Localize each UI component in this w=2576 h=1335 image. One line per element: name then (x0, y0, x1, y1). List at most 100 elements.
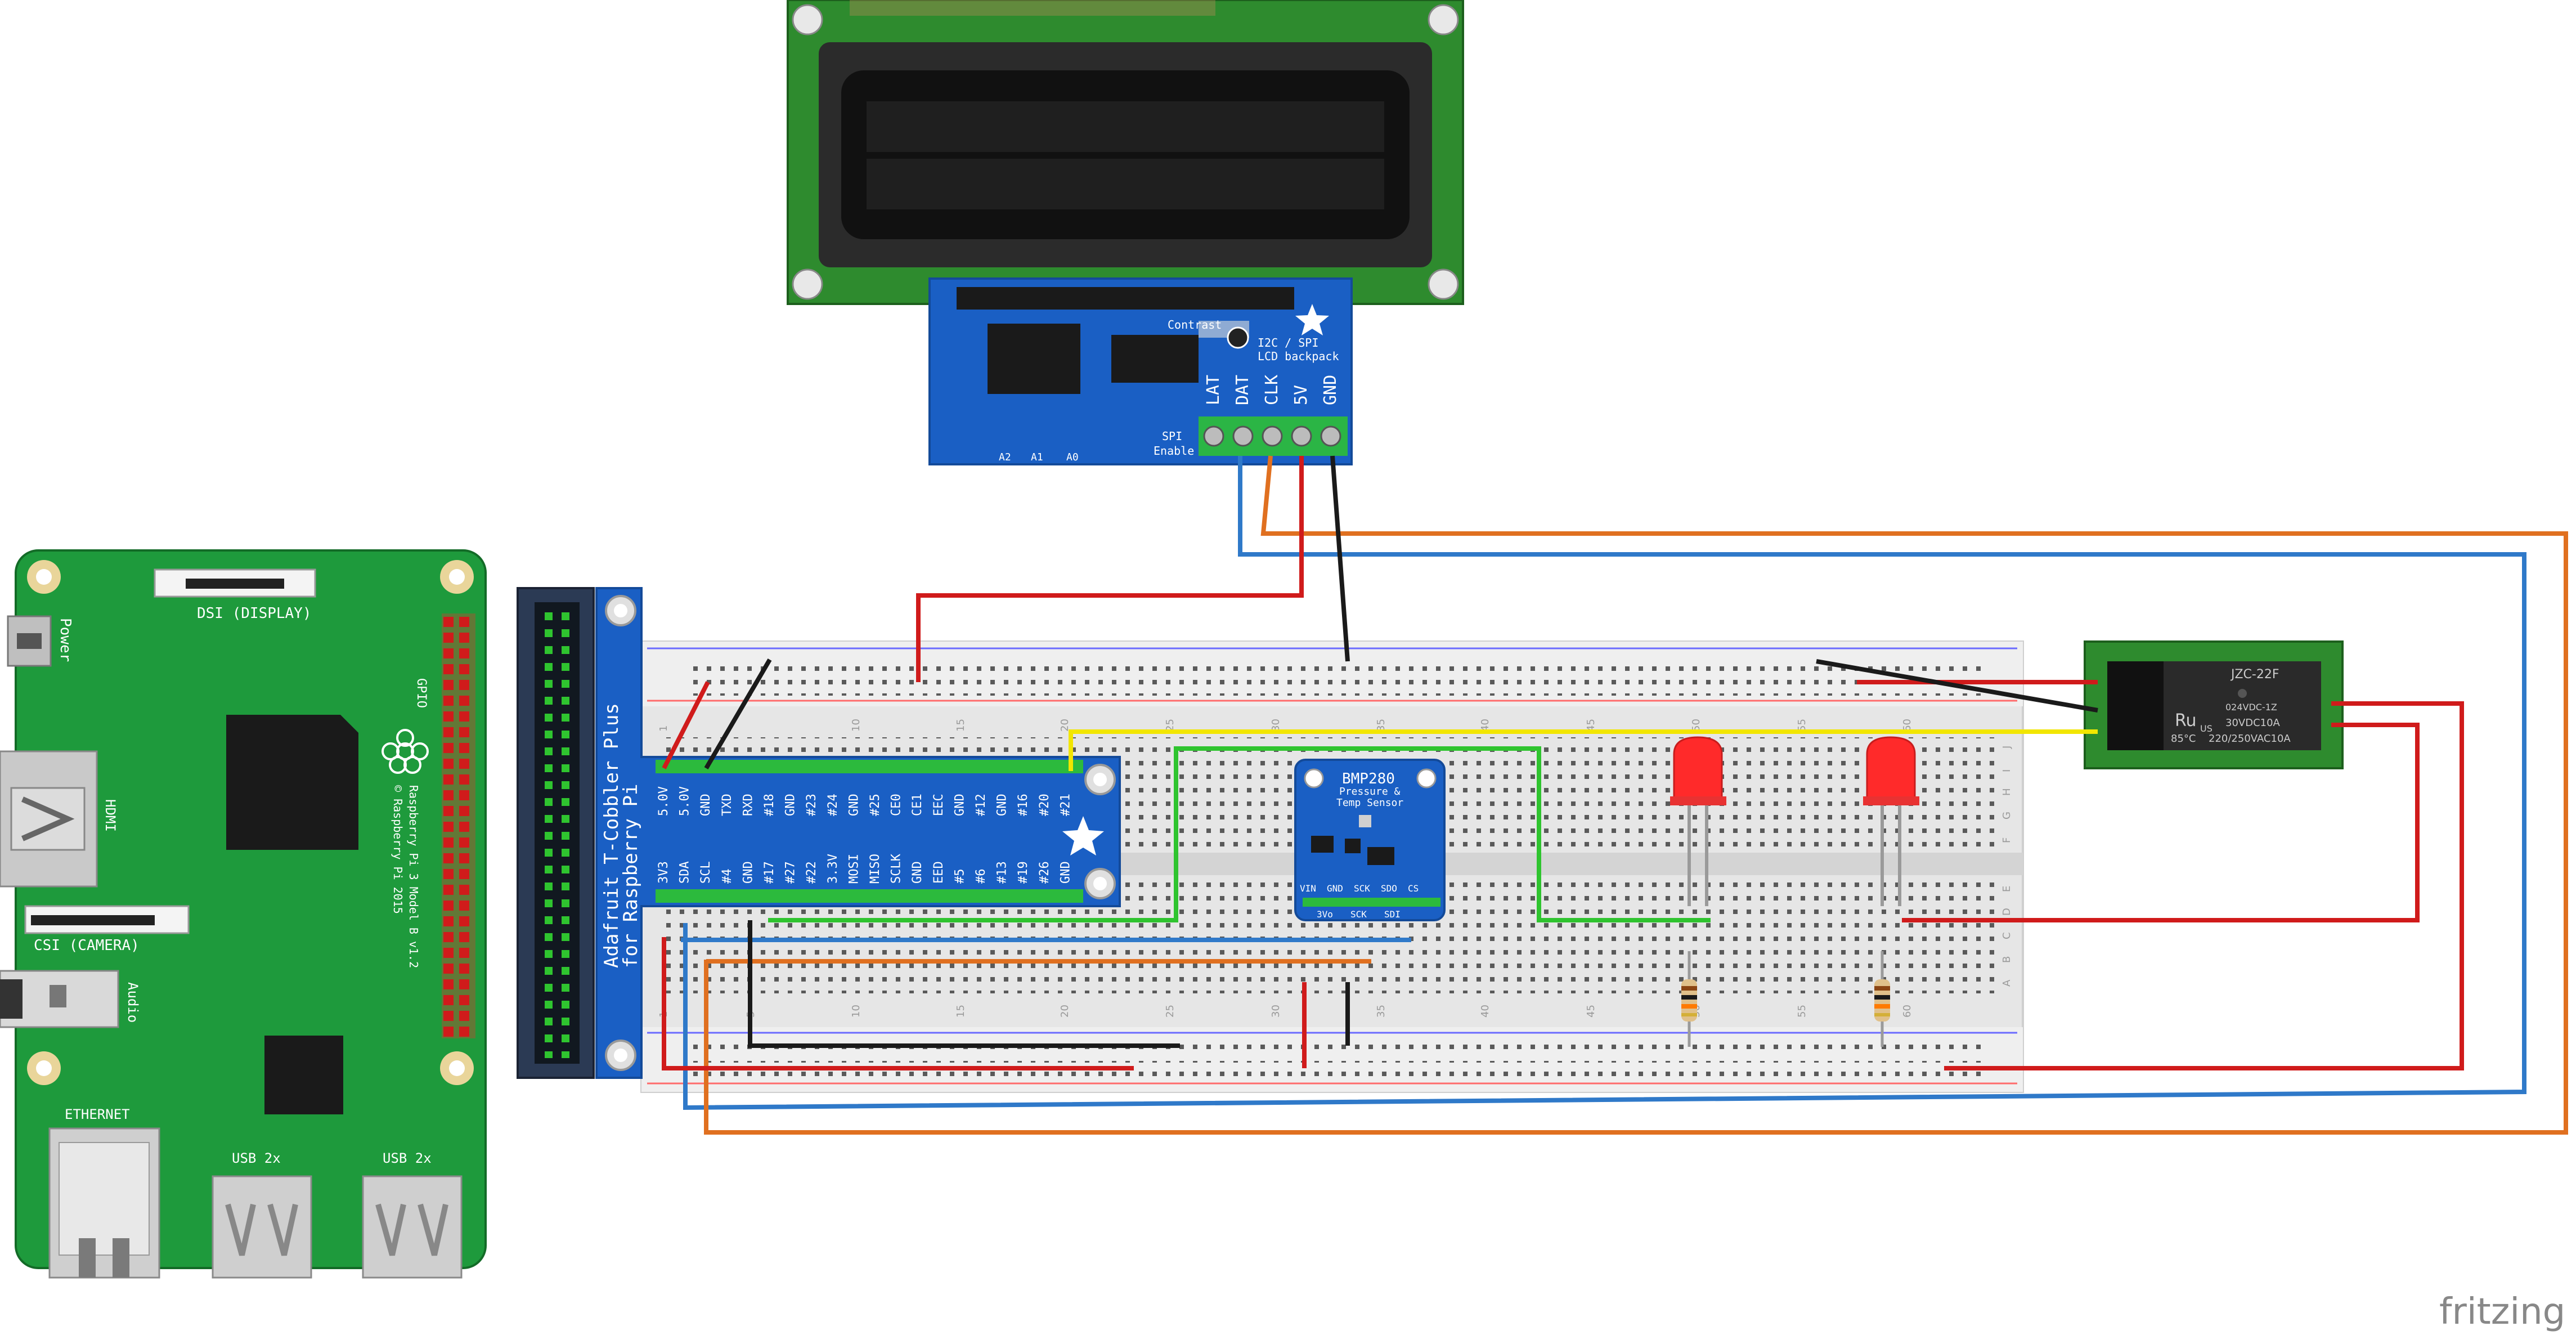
svg-text:B: B (2001, 956, 2013, 963)
relay-module: JZC-22F Ru US 024VDC-1Z 30VDC10A 85°C 22… (2084, 640, 2344, 769)
wire-red-rail-bottom (662, 937, 1134, 1070)
usb2-label: USB 2x (383, 1150, 432, 1166)
svg-text:A: A (2001, 979, 2013, 987)
gpio-ribbon-connector (517, 587, 595, 1079)
pin-label: DAT (1233, 375, 1253, 405)
lcd-mount-screw (792, 4, 823, 35)
svg-text:10: 10 (850, 1005, 862, 1018)
contrast-label: Contrast (1168, 318, 1222, 331)
jumper-a1: A1 (1031, 451, 1043, 463)
relay-line2: 30VDC10A (2225, 717, 2281, 729)
svg-text:60: 60 (1901, 719, 1913, 732)
pin-label: GND (910, 861, 925, 884)
pin-label: RXD (741, 794, 755, 816)
pin-label: #20 (1038, 794, 1052, 816)
svg-text:35: 35 (1375, 719, 1387, 732)
bmp280-subtitle-1: Pressure & (1339, 786, 1401, 798)
row-letters: J I H G F E D C B A (2001, 746, 2013, 987)
usb-port-2 (362, 1175, 463, 1279)
pin-label: CE0 (890, 794, 904, 816)
adafruit-star-icon (1295, 304, 1329, 335)
pin-label: GND (953, 794, 967, 816)
pin-label: #16 (1016, 794, 1030, 816)
pin-label: 3Vo (1317, 909, 1333, 920)
svg-text:30: 30 (1270, 1005, 1282, 1018)
svg-text:40: 40 (1479, 1005, 1491, 1018)
bmp280-title: BMP280 (1342, 770, 1395, 787)
column-numbers-top: 1 10 15 20 25 30 35 40 45 50 55 60 (658, 719, 1913, 732)
pin-label: #25 (868, 794, 882, 816)
pin-label: GND (1327, 883, 1343, 894)
wire-black-relay (1816, 659, 2098, 713)
raspberry-pi-board: Power DSI (DISPLAY) HDMI CSI (CAMERA) Au… (0, 549, 487, 1279)
pin-label: SDI (1384, 909, 1401, 920)
pin-label: #23 (805, 794, 819, 816)
svg-text:J: J (2001, 746, 2013, 749)
hdmi-label: HDMI (102, 799, 118, 832)
relay-model: JZC-22F (2230, 668, 2279, 682)
pi-copyright-text: © Raspberry Pi 2015 (391, 785, 405, 914)
svg-text:10: 10 (850, 719, 862, 732)
pin-label: SCK (1354, 883, 1370, 894)
pi-model-text: Raspberry Pi 3 Model B v1.2 (407, 785, 420, 968)
jumper-a2: A2 (999, 451, 1011, 463)
lcd-header-pins (850, 0, 1215, 16)
svg-text:25: 25 (1164, 1005, 1176, 1018)
bmp280-sensor-chip (1359, 815, 1371, 827)
svg-text:55: 55 (1796, 719, 1808, 732)
terminal-screw (1232, 425, 1254, 447)
svg-text:C: C (2001, 932, 2013, 939)
wire-black-cobbler-gnd (704, 658, 772, 770)
svg-text:45: 45 (1585, 719, 1597, 732)
adafruit-star-icon (1062, 816, 1104, 855)
pin-label: MISO (868, 854, 882, 884)
contrast-potentiometer (1227, 326, 1249, 349)
wire-red-5v-to-rail (916, 456, 1304, 682)
wire-black-gnd-to-rail (1330, 455, 1350, 662)
wire-green-sensor-left (768, 746, 1711, 922)
terminal-screw (1262, 425, 1283, 447)
pin-label: #19 (1016, 861, 1030, 884)
terminal-screw (1291, 425, 1312, 447)
svg-text:20: 20 (1059, 719, 1071, 732)
relay-cert-us: US (2200, 723, 2213, 734)
pin-label: #24 (826, 794, 840, 816)
usb-port-1 (212, 1175, 312, 1279)
csi-label: CSI (CAMERA) (34, 937, 140, 954)
pin-label: #26 (1038, 861, 1052, 884)
pin-label: EEC (932, 794, 946, 816)
pin-label: GND (1058, 861, 1072, 884)
pin-label: #6 (974, 869, 988, 884)
enable-label: Enable (1154, 444, 1194, 458)
backpack-title-line1: I2C / SPI (1258, 336, 1318, 350)
lcd-mount-screw (1428, 268, 1459, 300)
wire-red-relay-out2 (1902, 723, 2420, 922)
svg-text:35: 35 (1375, 1005, 1387, 1018)
wire-black-gnd-bottom (748, 920, 1180, 1048)
pin-label: EED (932, 861, 946, 884)
usb-controller-chip (264, 1036, 343, 1114)
svg-text:55: 55 (1796, 1005, 1808, 1018)
terminal-screw (1320, 425, 1341, 447)
pin-label: #12 (974, 794, 988, 816)
jumper-a0: A0 (1066, 451, 1079, 463)
pin-label: #27 (784, 861, 798, 884)
power-rail-bottom (641, 1027, 2023, 1092)
svg-text:15: 15 (955, 1005, 967, 1018)
pin-label: GND (741, 861, 755, 884)
terminal-screw (1203, 425, 1224, 447)
pin-label: GND (784, 794, 798, 816)
spi-label: SPI (1162, 429, 1182, 443)
pin-label: GND (1321, 375, 1340, 405)
cobbler-title-line2: for Raspberry Pi (620, 783, 642, 968)
bmp-mount-hole (1304, 768, 1324, 789)
pin-label: 5.0V (657, 786, 671, 816)
